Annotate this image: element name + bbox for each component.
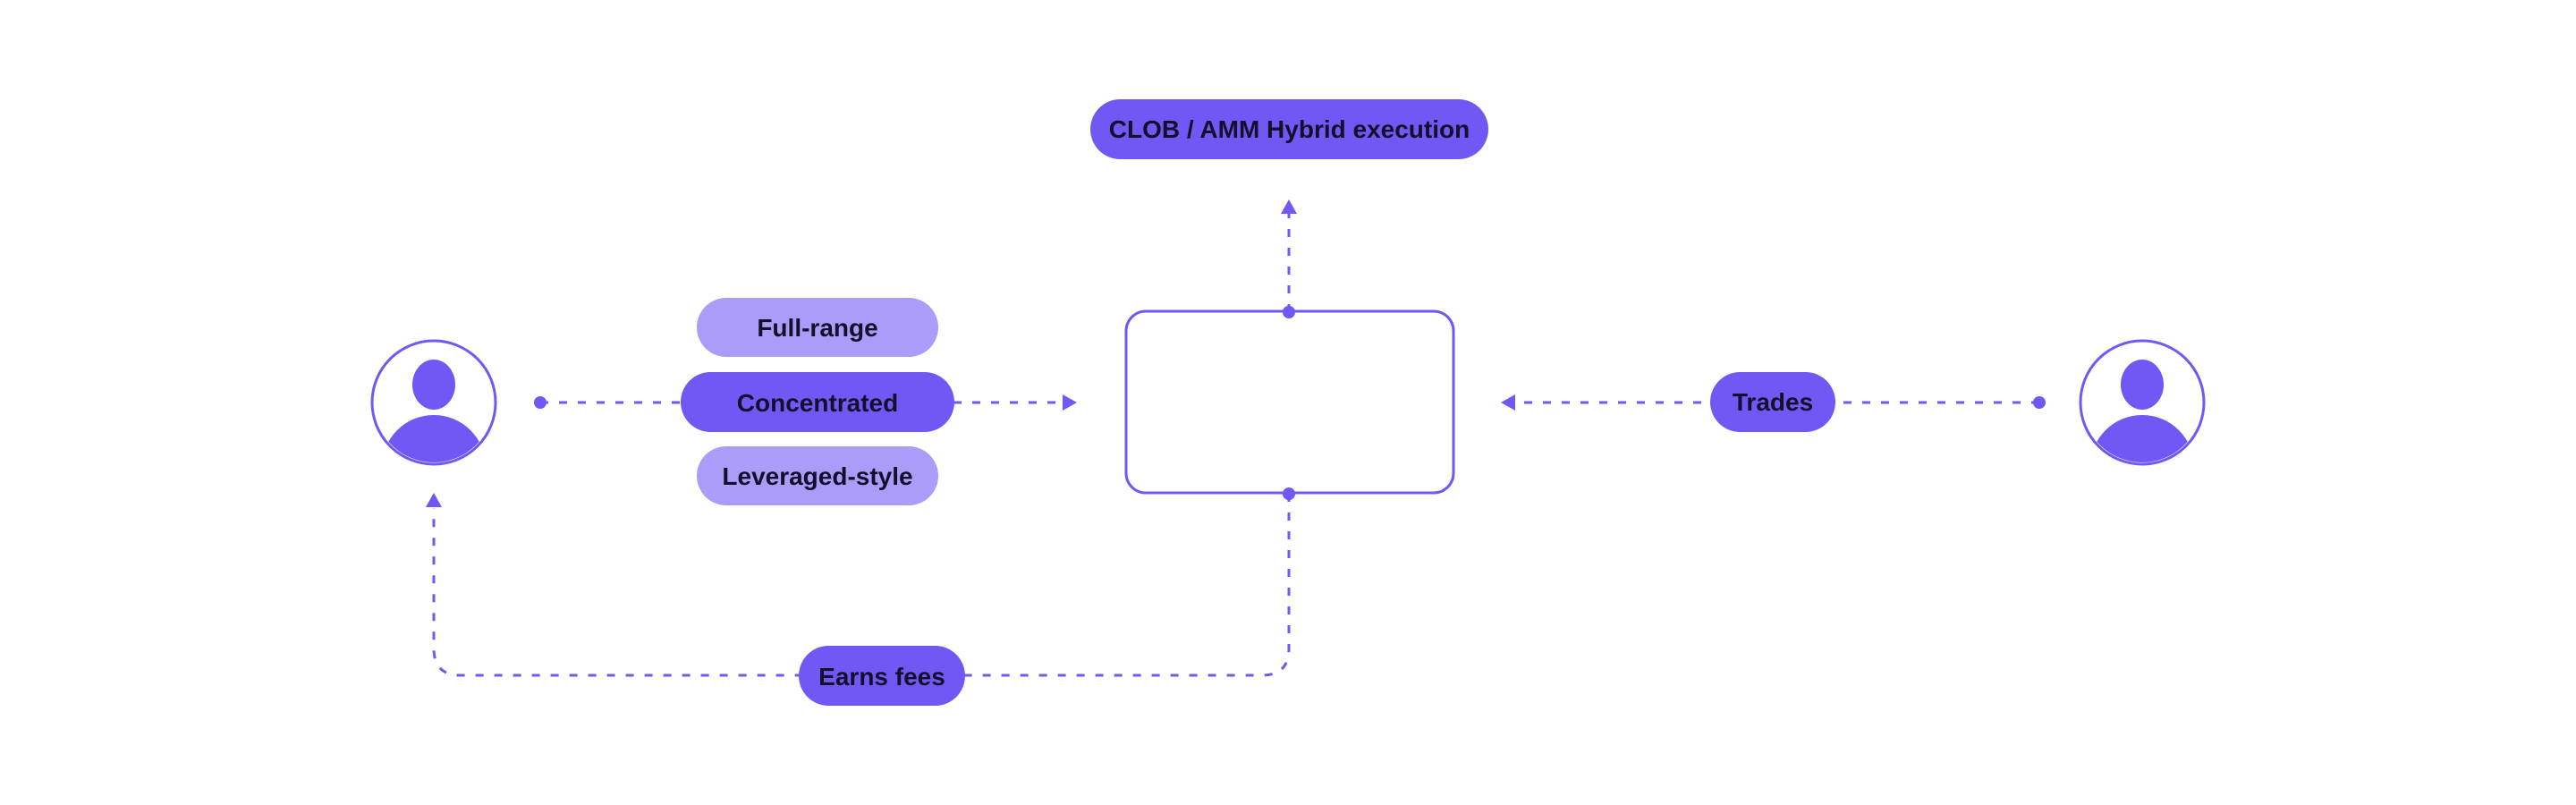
pool-bottom-dot-overlay	[1283, 487, 1295, 500]
pool-box	[1124, 309, 1455, 495]
trader-connector-dot	[2033, 396, 2046, 409]
arrow-left-icon	[1501, 394, 1515, 411]
concentrated-label: Concentrated	[737, 389, 898, 417]
user-icon	[382, 360, 486, 462]
liquidity-provider-avatar	[370, 339, 497, 466]
user-icon	[2090, 360, 2194, 462]
full-range-label: Full-range	[757, 314, 877, 342]
arrow-right-icon	[1063, 394, 1077, 411]
earns-fees-pill: Earns fees	[799, 646, 965, 706]
leveraged-style-label: Leveraged-style	[722, 462, 912, 490]
execution-pill: CLOB / AMM Hybrid execution	[1090, 99, 1488, 159]
arrow-up-icon	[426, 493, 442, 507]
full-range-pill: Full-range	[697, 298, 938, 357]
earns-fees-label: Earns fees	[818, 663, 945, 691]
execution-label: CLOB / AMM Hybrid execution	[1109, 115, 1470, 143]
concentrated-pill: Concentrated	[681, 372, 954, 432]
provider-connector-dot	[534, 396, 547, 409]
trades-label: Trades	[1733, 388, 1813, 416]
arrow-up-icon	[1281, 199, 1297, 214]
leveraged-style-pill: Leveraged-style	[697, 446, 938, 505]
trades-pill: Trades	[1710, 372, 1835, 432]
pool-top-dot-overlay	[1283, 306, 1295, 318]
trader-avatar	[2079, 339, 2206, 466]
